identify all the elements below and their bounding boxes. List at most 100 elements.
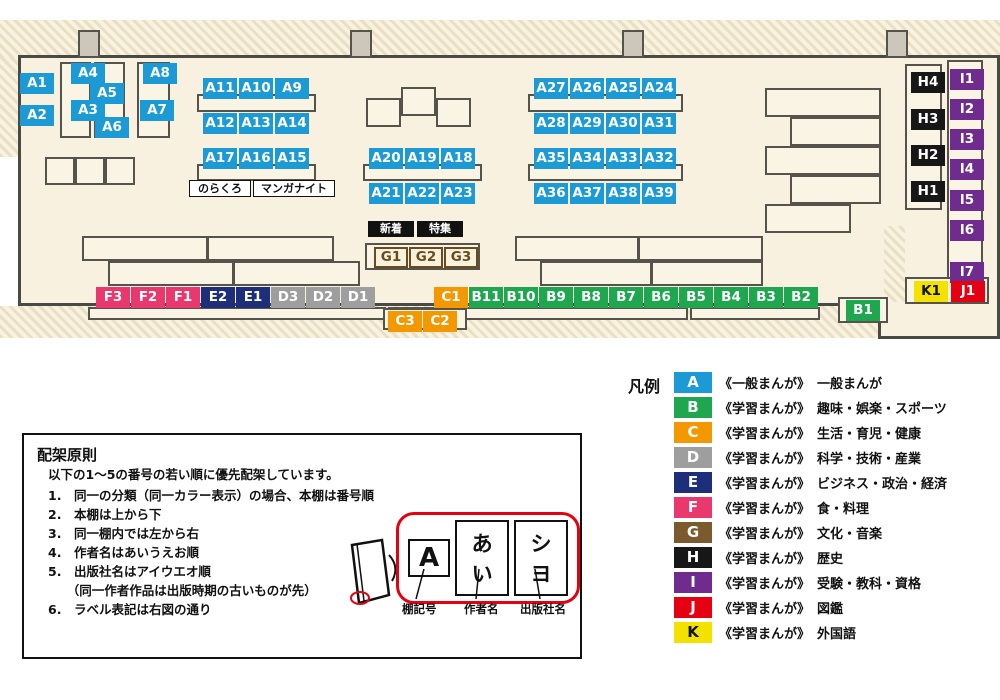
shelf-label-a9: A9 xyxy=(275,78,309,99)
shelf-block xyxy=(401,87,436,116)
shelf-label-a20: A20 xyxy=(369,148,403,169)
shelf-label-a23: A23 xyxy=(441,183,475,204)
caption-publisher-name: 出版社名 xyxy=(520,602,566,616)
legend-key-j: J xyxy=(674,597,713,618)
legend-category-type: 《学習まんが》 xyxy=(719,427,811,442)
shelf-label-d3: D3 xyxy=(271,287,305,308)
shelf-block xyxy=(207,236,334,261)
shelf-label-a38: A38 xyxy=(606,183,640,204)
shelf-label-a30: A30 xyxy=(606,113,640,134)
shelf-label-c2: C2 xyxy=(423,311,457,332)
shelf-label-i3: I3 xyxy=(950,129,984,150)
shelf-label-g1: G1 xyxy=(374,247,408,268)
shelf-label-h2: H2 xyxy=(911,145,945,166)
shelf-label-b7: B7 xyxy=(609,287,643,308)
legend-category-type: 《学習まんが》 xyxy=(719,502,811,517)
legend-key-a: A xyxy=(674,372,713,393)
shelf-block xyxy=(108,261,234,286)
map-text-新着: 新着 xyxy=(368,221,414,237)
shelf-label-b2: B2 xyxy=(784,287,818,308)
shelf-block xyxy=(765,88,881,117)
principles-intro: 以下の1～5の番号の若い順に優先配架しています。 xyxy=(48,467,339,482)
example-publisher-name: シヨ xyxy=(514,520,568,596)
shelf-label-i2: I2 xyxy=(950,99,984,120)
principles-item: 1. 同一の分類（同一カラー表示）の場合、本棚は番号順 xyxy=(48,488,374,503)
shelf-label-a35: A35 xyxy=(534,148,568,169)
shelf-label-a13: A13 xyxy=(239,113,273,134)
shelf-label-a34: A34 xyxy=(570,148,604,169)
shelf-block xyxy=(233,261,360,286)
map-text-のらくろ: のらくろ xyxy=(189,180,251,197)
shelf-label-j1: J1 xyxy=(951,281,985,302)
shelf-block xyxy=(790,117,881,146)
legend-category-label: 趣味・娯楽・スポーツ xyxy=(817,402,947,417)
shelf-label-b4: B4 xyxy=(714,287,748,308)
caption-shelf-code: 棚記号 xyxy=(402,602,437,616)
legend-category-label: 食・料理 xyxy=(817,502,870,517)
shelf-label-a22: A22 xyxy=(405,183,439,204)
example-shelf-code: A xyxy=(408,539,451,577)
shelf-label-a18: A18 xyxy=(441,148,475,169)
legend-key-e: E xyxy=(674,472,713,493)
hatched-area xyxy=(0,57,18,157)
shelf-label-a37: A37 xyxy=(570,183,604,204)
legend-category-label: 一般まんが xyxy=(817,377,883,392)
shelf-label-a12: A12 xyxy=(203,113,237,134)
shelf-label-a19: A19 xyxy=(405,148,439,169)
pillar xyxy=(886,30,908,58)
shelf-label-a2: A2 xyxy=(20,105,54,126)
legend-category-type: 《学習まんが》 xyxy=(719,527,811,542)
principles-item: 2. 本棚は上から下 xyxy=(48,507,162,522)
pillar xyxy=(622,30,644,58)
legend-category-type: 《一般まんが》 xyxy=(719,377,811,392)
legend-key-k: K xyxy=(674,622,713,643)
legend-category-type: 《学習まんが》 xyxy=(719,477,811,492)
wall xyxy=(997,55,1000,339)
legend-category-label: 生活・育児・健康 xyxy=(817,427,922,442)
shelf-block xyxy=(638,236,763,261)
legend-key-d: D xyxy=(674,447,713,468)
shelf-label-a14: A14 xyxy=(275,113,309,134)
map-text-マンガナイト: マンガナイト xyxy=(253,180,335,197)
shelf-block xyxy=(88,307,386,320)
shelf-label-f3: F3 xyxy=(96,287,130,308)
shelf-label-g2: G2 xyxy=(409,247,443,268)
legend-key-g: G xyxy=(674,522,713,543)
shelf-label-a21: A21 xyxy=(369,183,403,204)
hatched-area xyxy=(0,20,1000,57)
legend-category-label: ビジネス・政治・経済 xyxy=(817,477,948,492)
principles-item: 3. 同一棚内では左から右 xyxy=(48,526,199,541)
shelf-label-a7: A7 xyxy=(140,100,174,121)
shelf-label-i7: I7 xyxy=(950,262,984,283)
shelf-block xyxy=(82,236,208,261)
shelf-block xyxy=(515,236,639,261)
legend-row-k: K 《学習まんが》外国語 xyxy=(674,622,947,643)
legend-category-type: 《学習まんが》 xyxy=(719,627,811,642)
legend-key-f: F xyxy=(674,497,713,518)
shelf-label-a36: A36 xyxy=(534,183,568,204)
shelf-label-b6: B6 xyxy=(644,287,678,308)
legend-category-type: 《学習まんが》 xyxy=(719,452,811,467)
shelf-block xyxy=(45,157,75,185)
shelf-block xyxy=(765,146,881,175)
shelf-label-a17: A17 xyxy=(203,148,237,169)
wall xyxy=(18,55,1000,58)
legend-category-label: 外国語 xyxy=(817,627,857,642)
legend-row-i: I《学習まんが》受験・教科・資格 xyxy=(674,572,947,593)
principles-title: 配架原則 xyxy=(37,446,98,464)
legend-category-type: 《学習まんが》 xyxy=(719,402,811,417)
legend-row-c: C《学習まんが》生活・育児・健康 xyxy=(674,422,947,443)
caption-author-name: 作者名 xyxy=(464,602,499,616)
shelf-label-d1: D1 xyxy=(341,287,375,308)
shelf-label-a24: A24 xyxy=(642,78,676,99)
shelf-label-a5: A5 xyxy=(90,83,124,104)
shelf-label-a15: A15 xyxy=(275,148,309,169)
shelf-label-b9: B9 xyxy=(539,287,573,308)
shelf-block xyxy=(105,157,135,185)
shelf-label-i4: I4 xyxy=(950,159,984,180)
shelf-label-b5: B5 xyxy=(679,287,713,308)
